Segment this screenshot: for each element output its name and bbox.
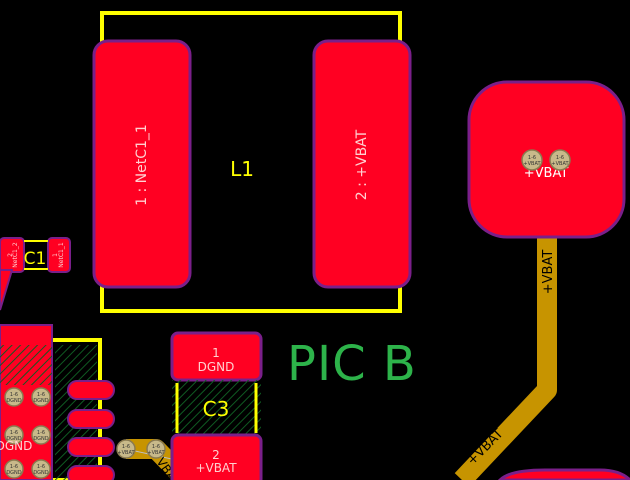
dgnd-via-3-net: DGND bbox=[6, 436, 21, 442]
vbat-trace[interactable]: +VBAT +VBAT bbox=[454, 232, 557, 480]
pic-label: PIC B bbox=[287, 336, 417, 392]
vbat-via-2[interactable] bbox=[549, 149, 571, 171]
l1-pad-2-net-label: 2 : +VBAT bbox=[354, 129, 370, 200]
l1-pad-1-net-label: 1 : NetC1_1 bbox=[134, 124, 150, 206]
ic-ground-hatch bbox=[0, 345, 52, 385]
c3-pad-2-number: 2 bbox=[212, 448, 220, 462]
c1-pad-2[interactable] bbox=[47, 237, 71, 273]
dgnd-via-4[interactable]: 1-6 DGND bbox=[31, 425, 51, 445]
vbat-pad[interactable]: +VBAT 1-6 +VBAT 1-6 +VBAT bbox=[467, 80, 626, 239]
l1-designator: L1 bbox=[230, 157, 254, 181]
dgnd-via-1-net: DGND bbox=[6, 398, 21, 404]
dgnd-via-4-net: DGND bbox=[33, 436, 48, 442]
dgnd-via-1[interactable]: 1-6 DGND bbox=[4, 387, 24, 407]
vbat-trace-path[interactable] bbox=[454, 232, 557, 480]
dgnd-via-5[interactable]: 1-6 DGND bbox=[4, 459, 24, 479]
c1-pad-1-net: NetC1_2 bbox=[12, 242, 19, 268]
capacitor-c3[interactable]: 1 DGND C3 2 +VBAT bbox=[170, 331, 263, 480]
dgnd-via-3[interactable]: 1-6 DGND bbox=[4, 425, 24, 445]
dgnd-via-6-net: DGND bbox=[33, 470, 48, 476]
inductor-l1[interactable]: 1 : NetC1_1 2 : +VBAT L1 bbox=[92, 11, 412, 313]
ic-pin-4[interactable] bbox=[67, 465, 115, 480]
partial-pad-bottom-right[interactable] bbox=[497, 468, 630, 480]
vbat-trace-vertical-label: +VBAT bbox=[541, 250, 556, 295]
dgnd-via-5-label: 1-6 bbox=[10, 464, 18, 470]
vbat-via-1-label: 1-6 bbox=[528, 155, 536, 161]
vbat-lower-via-2-net: +VBAT bbox=[147, 450, 165, 456]
c3-pad-1-number: 1 bbox=[212, 346, 220, 360]
left-copper-wedge[interactable] bbox=[0, 269, 14, 311]
vbat-lower-via-1-label: 1-6 bbox=[122, 444, 130, 450]
dgnd-via-2[interactable]: 1-6 DGND bbox=[31, 387, 51, 407]
ic-ground-net-label: DGND bbox=[0, 439, 32, 453]
capacitor-c1[interactable]: C1 2 NetC1_2 1 NetC1_1 bbox=[0, 237, 71, 273]
c1-pad-1-number: 2 bbox=[7, 253, 14, 257]
c1-pad-2-number: 1 bbox=[52, 253, 59, 257]
ic-pin-2[interactable] bbox=[67, 409, 115, 429]
vbat-via-2-label: 1-6 bbox=[556, 155, 564, 161]
vbat-lower-via-2[interactable] bbox=[146, 439, 166, 459]
c1-pad-2-net: NetC1_1 bbox=[58, 242, 65, 268]
dgnd-via-4-label: 1-6 bbox=[37, 430, 45, 436]
vbat-lower-via-1-net: +VBAT bbox=[117, 450, 135, 456]
vbat-via-1[interactable] bbox=[521, 149, 543, 171]
ic-pin-3[interactable] bbox=[67, 437, 115, 457]
c1-designator: C1 bbox=[24, 249, 47, 269]
vbat-lower-via-1[interactable] bbox=[116, 439, 136, 459]
vbat-via-1-net: +VBAT bbox=[523, 161, 541, 167]
vbat-lower-via-2-label: 1-6 bbox=[152, 444, 160, 450]
dgnd-via-2-net: DGND bbox=[33, 398, 48, 404]
c3-pad-1-net: DGND bbox=[198, 360, 235, 374]
ic-pin-1[interactable] bbox=[67, 380, 115, 400]
dgnd-via-6-label: 1-6 bbox=[37, 464, 45, 470]
c3-pad-2-net: +VBAT bbox=[195, 461, 237, 475]
l1-pad-2[interactable] bbox=[312, 39, 412, 289]
vbat-pad-shape[interactable] bbox=[467, 80, 626, 239]
vbat-via-2-net: +VBAT bbox=[551, 161, 569, 167]
dgnd-via-1-label: 1-6 bbox=[10, 392, 18, 398]
c3-pad-2[interactable] bbox=[170, 433, 263, 480]
c3-body-hatch bbox=[172, 380, 261, 435]
dgnd-via-5-net: DGND bbox=[6, 470, 21, 476]
dgnd-via-3-label: 1-6 bbox=[10, 430, 18, 436]
dgnd-via-6[interactable]: 1-6 DGND bbox=[31, 459, 51, 479]
left-ic-cluster[interactable]: 1-6 DGND 1-6 DGND 1-6 DGND 1-6 DGND 1-6 … bbox=[0, 324, 115, 480]
l1-pad-1[interactable] bbox=[92, 39, 192, 289]
dgnd-via-2-label: 1-6 bbox=[37, 392, 45, 398]
c3-designator: C3 bbox=[203, 397, 230, 421]
